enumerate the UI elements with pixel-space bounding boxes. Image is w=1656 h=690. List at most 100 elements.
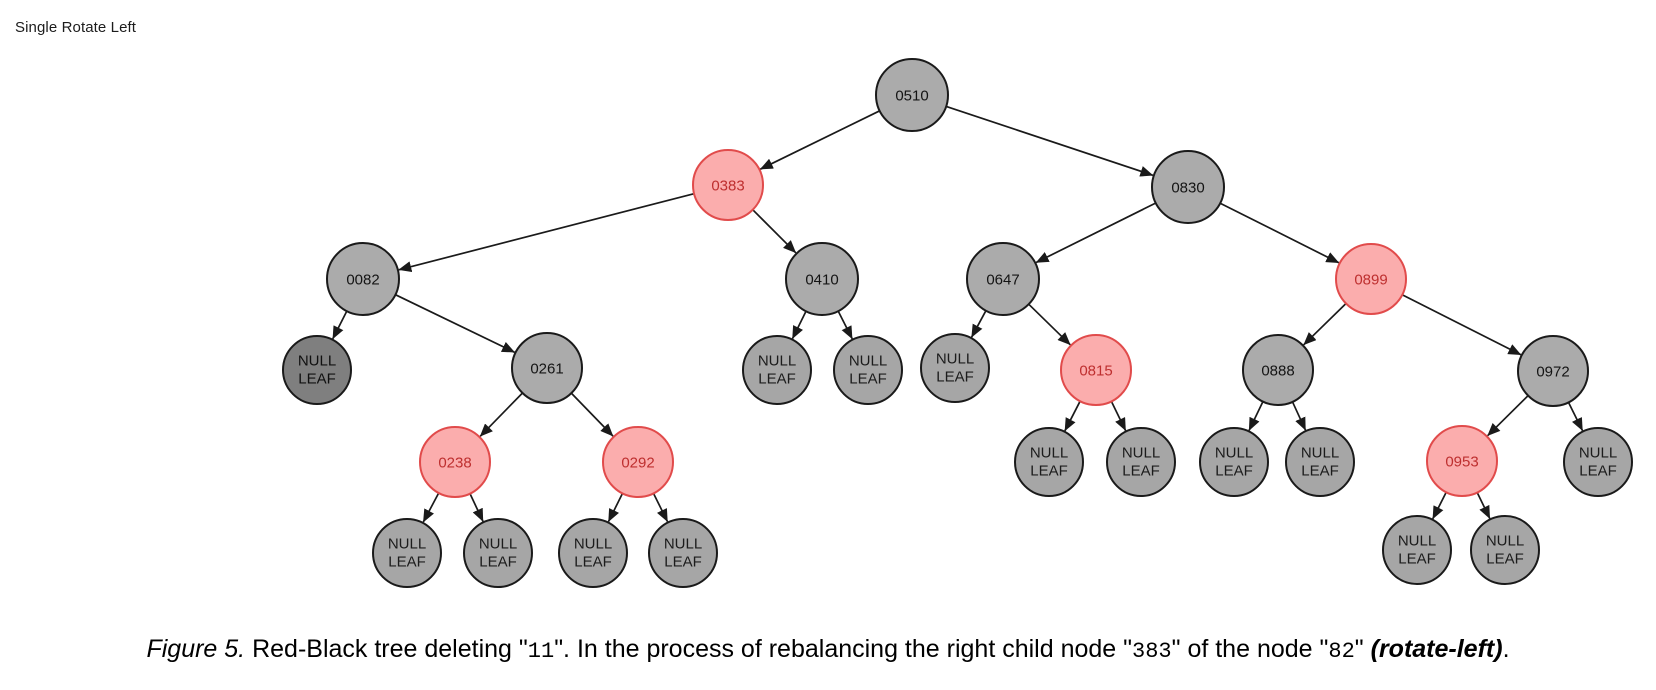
caption-segment: (rotate-left) [1370, 635, 1503, 663]
caption-segment: " [1354, 635, 1371, 663]
null-leaf-label-line: NULL [574, 536, 612, 553]
tree-edge-0510-0830 [945, 105, 1154, 177]
tree-edge-0647-0815 [1028, 303, 1071, 346]
node-label: 0238 [438, 455, 471, 472]
null-leaf-label-line: LEAF [1030, 463, 1068, 480]
diagram-title: Single Rotate Left [15, 19, 137, 36]
tree-edge-0953-null-15 [1476, 492, 1491, 519]
tree-edge-0888-null-7 [1248, 401, 1264, 431]
tree-edge-0410-null-3 [837, 310, 853, 340]
node-circle [1426, 425, 1498, 497]
node-circle [1199, 427, 1269, 497]
node-circle [785, 242, 859, 316]
tree-node-0815: 0815 [1060, 334, 1132, 406]
tree-edge-0888-null-8 [1291, 401, 1307, 431]
caption-segment: Figure 5. [146, 635, 246, 663]
null-leaf-label-line: LEAF [936, 369, 974, 386]
null-leaf-label-line: NULL [1486, 533, 1524, 550]
null-leaf-label-line: LEAF [1486, 551, 1524, 568]
tree-edge-0953-null-14 [1432, 491, 1447, 520]
null-leaf-label-line: NULL [388, 536, 426, 553]
null-leaf-label-line: LEAF [1122, 463, 1160, 480]
node-circle [1106, 427, 1176, 497]
node-label: 0383 [711, 178, 744, 195]
caption-segment: 82 [1328, 639, 1355, 664]
tree-edge-0647-null-4 [970, 310, 987, 338]
tree-edge-0815-null-6 [1110, 401, 1127, 432]
node-circle [558, 518, 628, 588]
tree-edge-0261-0292 [570, 392, 614, 437]
node-label: 0410 [805, 272, 838, 289]
null-leaf-label-line: NULL [1301, 445, 1339, 462]
null-leaf-label-line: NULL [849, 353, 887, 370]
null-leaf-label-line: NULL [664, 536, 702, 553]
node-label: 0899 [1354, 272, 1387, 289]
node-circle [282, 335, 352, 405]
tree-node-0410: 0410 [785, 242, 859, 316]
null-leaf-label-line: LEAF [1398, 551, 1436, 568]
null-leaf-label-line: LEAF [849, 371, 887, 388]
node-label: 0510 [895, 88, 928, 105]
node-circle [419, 426, 491, 498]
tree-edge-0261-0238 [479, 392, 524, 437]
tree-edge-0899-0972 [1401, 294, 1522, 356]
null-leaf-label-line: NULL [479, 536, 517, 553]
tree-edge-0510-0383 [759, 110, 881, 170]
tree-edge-0410-null-2 [791, 310, 807, 340]
null-leaf-label-line: LEAF [479, 554, 517, 571]
node-circle [326, 242, 400, 316]
tree-edge-0830-0899 [1219, 202, 1340, 264]
caption-segment: ". In the process of rebalancing the rig… [554, 635, 1133, 663]
figure-caption: Figure 5. Red-Black tree deleting "11". … [0, 634, 1656, 666]
null-leaf-label-line: LEAF [758, 371, 796, 388]
tree-edge-0815-null-5 [1064, 400, 1081, 432]
tree-edge-0082-null-1 [332, 310, 348, 340]
node-label: 0082 [346, 272, 379, 289]
null-leaf-label-line: NULL [1215, 445, 1253, 462]
node-circle [1060, 334, 1132, 406]
caption-segment: 383 [1132, 639, 1172, 664]
null-leaf-label-line: NULL [1579, 445, 1617, 462]
node-circle [1517, 335, 1589, 407]
null-leaf-label-line: NULL [758, 353, 796, 370]
tree-edge-0292-null-13 [652, 493, 669, 523]
node-circle [692, 149, 764, 221]
tree-node-0972: 0972 [1517, 335, 1589, 407]
tree-node-0888: 0888 [1242, 334, 1314, 406]
caption-segment: 11 [527, 639, 555, 664]
null-leaf-label-line: NULL [1122, 445, 1160, 462]
tree-node-0647: 0647 [966, 242, 1040, 316]
node-label: 0815 [1079, 363, 1112, 380]
node-circle [511, 332, 583, 404]
node-circle [1285, 427, 1355, 497]
node-circle [1151, 150, 1225, 224]
caption-segment: " of the node " [1171, 635, 1329, 663]
node-circle [742, 335, 812, 405]
tree-node-0383: 0383 [692, 149, 764, 221]
null-leaf-label-line: LEAF [1301, 463, 1339, 480]
null-leaf-label-line: LEAF [664, 554, 702, 571]
node-circle [372, 518, 442, 588]
tree-node-0082: 0082 [326, 242, 400, 316]
null-leaf-label-line: LEAF [1215, 463, 1253, 480]
null-leaf-label-line: NULL [298, 353, 336, 370]
node-circle [875, 58, 949, 132]
tree-node-0261: 0261 [511, 332, 583, 404]
tree-edge-0899-0888 [1303, 302, 1347, 346]
node-label: 0830 [1171, 180, 1204, 197]
tree-edge-0383-0410 [752, 209, 797, 254]
tree-node-0899: 0899 [1335, 243, 1407, 315]
